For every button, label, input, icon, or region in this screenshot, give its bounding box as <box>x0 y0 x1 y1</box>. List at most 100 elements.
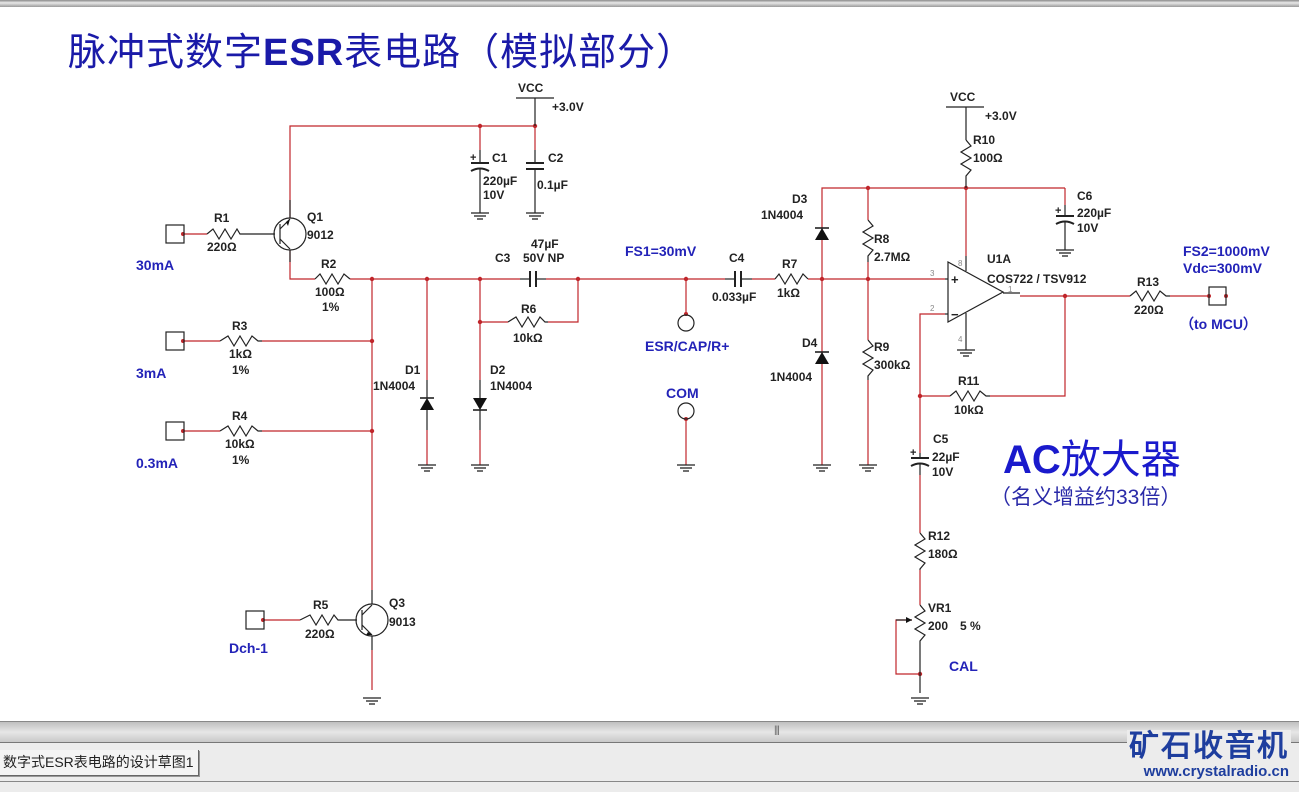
r2-ref: R2 <box>321 257 337 271</box>
svg-text:+: + <box>951 272 959 287</box>
r10-value: 100Ω <box>973 151 1003 165</box>
svg-text:+: + <box>910 447 916 459</box>
svg-text:−: − <box>951 307 959 322</box>
c1-rating: 10V <box>483 188 504 202</box>
probe-esr-label: ESR/CAP/R+ <box>645 338 729 354</box>
watermark-url: www.crystalradio.cn <box>1143 763 1289 780</box>
r1-ref: R1 <box>214 211 230 225</box>
u1a-value: COS722 / TSV912 <box>987 272 1087 286</box>
q1-ref: Q1 <box>307 210 323 224</box>
sheet-tab-bar: 数字式ESR表电路的设计草图1 矿石收音机 www.crystalradio.c… <box>0 730 1299 792</box>
vcc2-label: VCC <box>950 90 976 104</box>
c6-rating: 10V <box>1077 221 1098 235</box>
r10-ref: R10 <box>973 133 995 147</box>
c5-rating: 10V <box>932 465 953 479</box>
r11-ref: R11 <box>958 374 980 388</box>
r2-value: 100Ω <box>315 285 345 299</box>
input-30mA-label: 30mA <box>136 257 174 273</box>
vr1-ref: VR1 <box>928 601 952 615</box>
q3-value: 9013 <box>389 615 416 629</box>
fs2-label: FS2=1000mV <box>1183 243 1270 259</box>
watermark-name: 矿石收音机 <box>1129 730 1289 763</box>
horizontal-scrollbar[interactable]: ||| <box>0 721 1299 743</box>
input-30mA-connector <box>165 224 185 244</box>
input-3mA-label: 3mA <box>136 365 166 381</box>
c2-ref: C2 <box>548 151 564 165</box>
diode-and-arrow-fills <box>286 219 912 635</box>
schematic-canvas[interactable]: 脉冲式数字ESR表电路（模拟部分） <box>0 7 1299 721</box>
scrollbar-grip[interactable]: ||| <box>774 725 780 736</box>
pin-2: 2 <box>930 304 935 313</box>
vcc1-label: VCC <box>518 81 544 95</box>
components <box>165 97 1227 693</box>
c6-value: 220µF <box>1077 206 1111 220</box>
probe-esr-terminal <box>677 314 695 332</box>
c5-value: 22µF <box>932 450 960 464</box>
schematic-drawing: + + + + − VCC +3.0V VCC +3.0V R1 220Ω Q1… <box>136 81 1270 705</box>
wires <box>185 125 1210 690</box>
d2-value: 1N4004 <box>490 379 532 393</box>
c4-value: 0.033µF <box>712 290 756 304</box>
r9-value: 300kΩ <box>874 358 911 372</box>
d3-ref: D3 <box>792 192 808 206</box>
d2-ref: D2 <box>490 363 506 377</box>
watermark-logo: 矿石收音机 www.crystalradio.cn <box>1127 730 1291 780</box>
c5-ref: C5 <box>933 432 949 446</box>
cal-label: CAL <box>949 658 978 674</box>
r12-ref: R12 <box>928 529 950 543</box>
r4-value: 10kΩ <box>225 437 255 451</box>
r12-value: 180Ω <box>928 547 958 561</box>
resistor-r1 <box>206 227 255 241</box>
r9-ref: R9 <box>874 340 890 354</box>
vr1-tol: 5 % <box>960 619 981 633</box>
r6-value: 10kΩ <box>513 331 543 345</box>
pin-3: 3 <box>930 269 935 278</box>
opamp-u1a <box>947 260 1005 324</box>
vr1-value: 200 <box>928 619 948 633</box>
u1a-ref: U1A <box>987 252 1011 266</box>
q3-ref: Q3 <box>389 596 405 610</box>
r5-value: 220Ω <box>305 627 335 641</box>
r4-ref: R4 <box>232 409 248 423</box>
r13-ref: R13 <box>1137 275 1159 289</box>
vcc2-voltage: +3.0V <box>985 109 1017 123</box>
c3-rating: 50V NP <box>523 251 564 265</box>
r6-ref: R6 <box>521 302 537 316</box>
r4-tol: 1% <box>232 453 250 467</box>
vdc-label: Vdc=300mV <box>1183 260 1263 276</box>
c6-ref: C6 <box>1077 189 1093 203</box>
c2-value: 0.1µF <box>537 178 568 192</box>
r13-value: 220Ω <box>1134 303 1164 317</box>
d4-value: 1N4004 <box>770 370 812 384</box>
amplifier-gain-note: （名义增益约33倍） <box>990 486 1182 509</box>
tab-design-sheet-1[interactable]: 数字式ESR表电路的设计草图1 <box>0 750 199 776</box>
vcc1-voltage: +3.0V <box>552 100 584 114</box>
to-mcu-label: （to MCU） <box>1180 316 1257 332</box>
r1-value: 220Ω <box>207 240 237 254</box>
d3-value: 1N4004 <box>761 208 803 222</box>
r7-ref: R7 <box>782 257 798 271</box>
d1-value: 1N4004 <box>373 379 415 393</box>
r8-value: 2.7MΩ <box>874 250 911 264</box>
d1-ref: D1 <box>405 363 421 377</box>
r5-ref: R5 <box>313 598 329 612</box>
output-mcu-connector <box>1208 286 1227 306</box>
r3-tol: 1% <box>232 363 250 377</box>
input-dch-label: Dch-1 <box>229 640 268 656</box>
input-dch-connector <box>245 610 265 630</box>
tab-bar-divider <box>0 781 1299 782</box>
r8-ref: R8 <box>874 232 890 246</box>
svg-text:+: + <box>1055 205 1061 217</box>
r2-tol: 1% <box>322 300 340 314</box>
r3-value: 1kΩ <box>229 347 252 361</box>
c4-ref: C4 <box>729 251 745 265</box>
pin-1: 1 <box>1008 285 1013 294</box>
c3-value: 47µF <box>531 237 559 251</box>
window-top-border <box>0 0 1299 7</box>
probe-com-terminal <box>677 402 695 420</box>
input-0.3mA-label: 0.3mA <box>136 455 178 471</box>
junctions <box>181 123 1228 677</box>
cap-plus-marks: + + + + − <box>470 152 1061 459</box>
svg-text:+: + <box>470 152 476 164</box>
c3-ref: C3 <box>495 251 511 265</box>
